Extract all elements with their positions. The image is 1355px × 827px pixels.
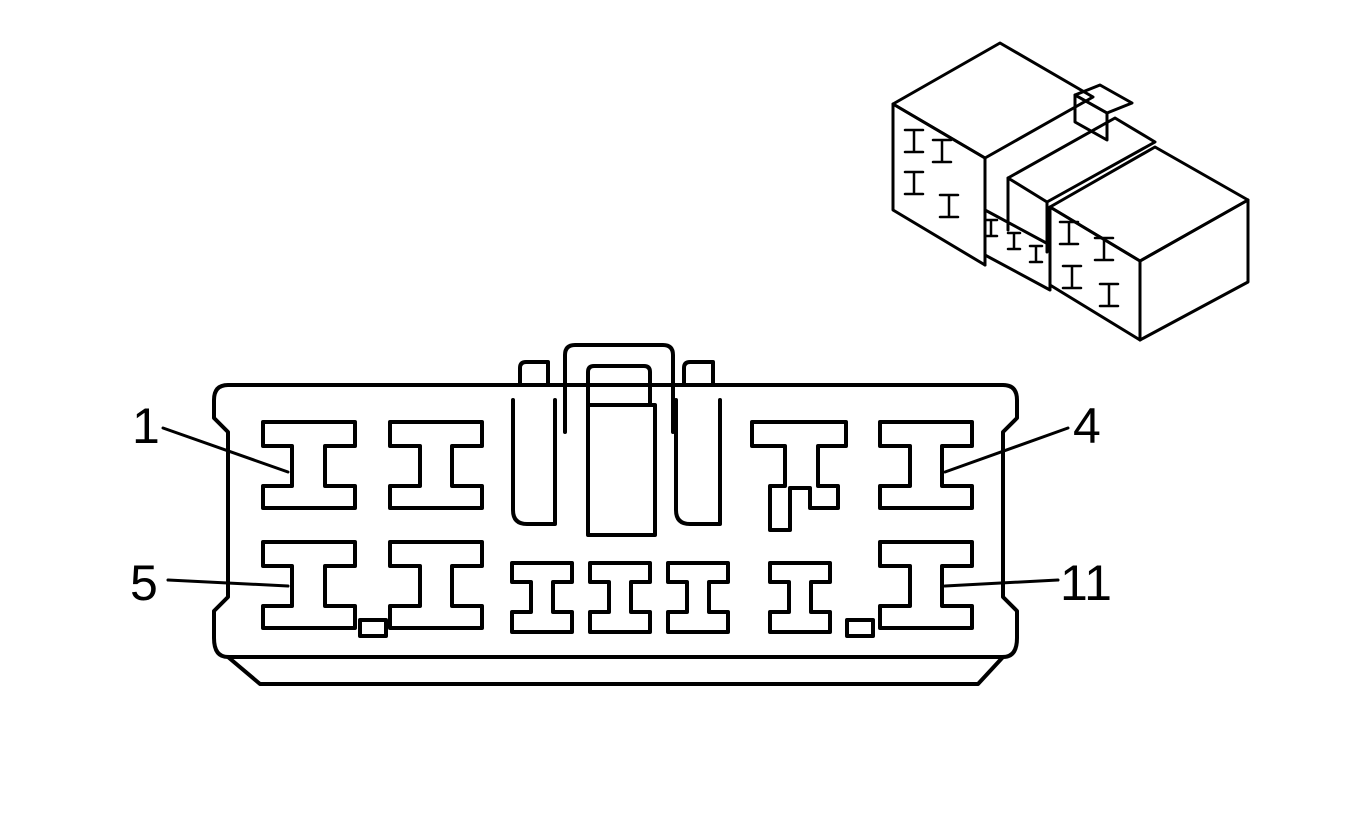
pin-cavity-11	[878, 540, 974, 630]
leader-line-11	[943, 578, 1060, 588]
iso-left-block-top	[891, 41, 1095, 160]
pin-cavity-5	[261, 540, 357, 630]
iso-right-block-front	[1048, 205, 1142, 342]
leader-line-5	[166, 578, 290, 588]
connector-housing-outline	[212, 360, 1019, 659]
iso-left-block-front	[891, 102, 987, 267]
pin-cavity-7	[510, 561, 574, 634]
pin-cavity-10	[768, 561, 832, 634]
pin-label-5: 5	[130, 555, 158, 611]
iso-right-block-top	[1048, 145, 1250, 263]
pin-label-1: 1	[132, 398, 160, 454]
leader-line-1	[161, 426, 290, 474]
pin-cavity-1	[261, 420, 357, 510]
iso-middle-recess	[983, 208, 1052, 292]
iso-right-block-side	[1138, 198, 1250, 342]
pin-cavity-9	[666, 561, 730, 634]
connector-latch-tongue	[586, 403, 657, 537]
pin-cavity-key-right	[845, 618, 875, 638]
connector-face-view	[161, 343, 1070, 686]
connector-bottom-ledge	[226, 655, 1005, 686]
pin-cavity-key-left	[358, 618, 388, 638]
connector-latch-arm	[563, 343, 675, 434]
iso-cavity-marks	[903, 128, 1120, 308]
pin-label-11: 11	[1060, 555, 1112, 611]
pin-label-4: 4	[1073, 398, 1101, 454]
iso-center-rib	[1006, 116, 1157, 204]
connector-iso-view	[891, 41, 1250, 342]
pin-cavity-2	[388, 420, 484, 510]
leader-line-4	[943, 426, 1070, 474]
pin-cavity-4	[878, 420, 974, 510]
connector-latch-channel	[511, 398, 557, 526]
pin-cavity-6	[388, 540, 484, 630]
iso-latch-front	[1073, 93, 1109, 142]
pin-cavity-3	[750, 420, 848, 532]
connector-latch-channel-right	[674, 398, 722, 526]
pin-cavity-8	[588, 561, 652, 634]
